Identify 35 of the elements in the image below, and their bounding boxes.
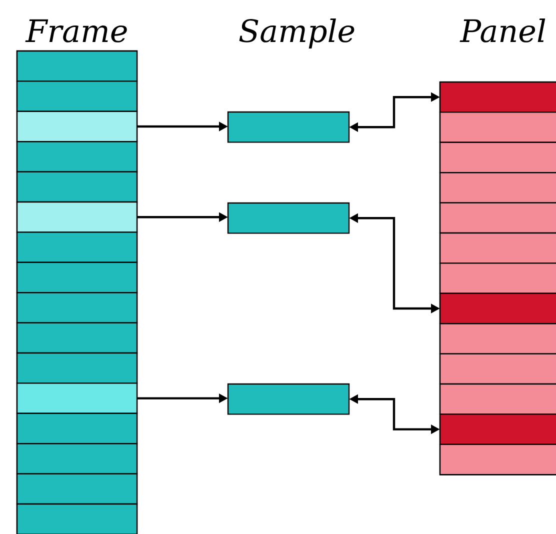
table-row bbox=[16, 262, 138, 294]
table-row bbox=[439, 81, 556, 113]
table-row bbox=[439, 353, 556, 385]
column-heading: Frame bbox=[25, 19, 127, 42]
sample-box bbox=[227, 383, 350, 415]
table-row bbox=[16, 473, 138, 505]
table-row bbox=[16, 503, 138, 534]
table-row bbox=[16, 80, 138, 112]
sample-box bbox=[227, 111, 350, 143]
table-row bbox=[16, 141, 138, 172]
table-row bbox=[16, 201, 138, 233]
table-row bbox=[16, 50, 138, 82]
column-heading: Sample bbox=[239, 18, 354, 48]
table-row bbox=[439, 414, 556, 445]
table-row bbox=[439, 323, 556, 354]
table-row bbox=[439, 112, 556, 143]
table-row bbox=[439, 292, 556, 324]
table-row bbox=[16, 412, 138, 444]
table-row bbox=[16, 232, 138, 263]
table-row bbox=[439, 262, 556, 294]
table-row bbox=[16, 322, 138, 354]
table-row bbox=[16, 292, 138, 324]
table-row bbox=[439, 172, 556, 204]
table-row bbox=[16, 352, 138, 384]
table-row bbox=[439, 383, 556, 415]
table-row bbox=[16, 382, 138, 414]
table-row bbox=[439, 142, 556, 174]
table-row bbox=[439, 444, 556, 476]
table-row bbox=[16, 171, 138, 203]
column-heading: Panel bbox=[460, 18, 546, 42]
table-row bbox=[439, 202, 556, 234]
sample-box bbox=[227, 202, 350, 234]
table-row bbox=[439, 232, 556, 264]
table-row bbox=[16, 443, 138, 474]
table-row bbox=[16, 110, 138, 142]
